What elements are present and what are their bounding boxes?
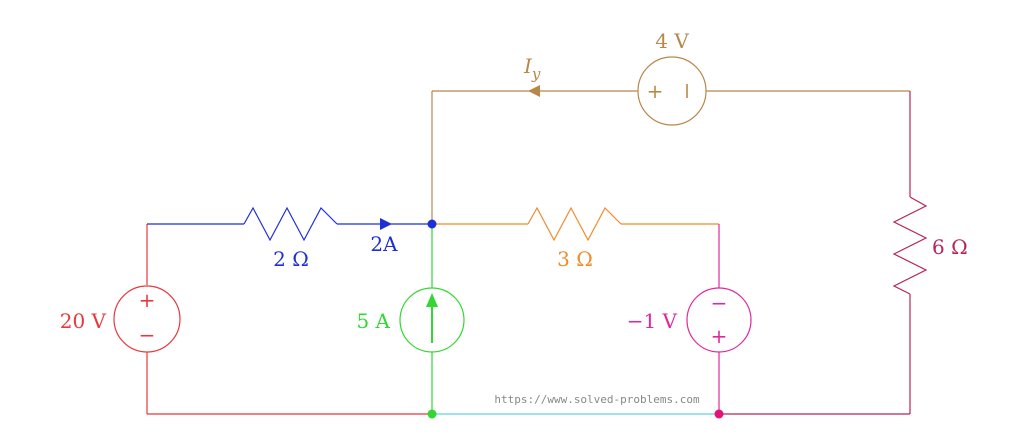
branch-3ohm — [432, 206, 719, 242]
current-arrow-2a — [380, 218, 392, 230]
label-4v: 4 V — [655, 29, 689, 53]
label-3ohm: 3 Ω — [557, 247, 593, 271]
voltage-source-neg1v-minus: − — [711, 291, 728, 315]
branch-5a — [399, 224, 465, 414]
node-bottom-right — [714, 409, 724, 419]
branch-4v — [431, 56, 910, 224]
voltage-source-neg1v — [686, 287, 752, 353]
resistor-3ohm — [527, 206, 622, 242]
voltage-source-neg1v-plus: + — [711, 324, 728, 348]
watermark: https://www.solved-problems.com — [494, 393, 700, 406]
voltage-source-20v-plus: + — [139, 288, 156, 312]
current-arrow-iy — [528, 85, 540, 97]
label-6ohm: 6 Ω — [932, 235, 968, 259]
resistor-2ohm — [243, 206, 338, 242]
voltage-source-4v — [637, 56, 707, 126]
resistor-6ohm — [892, 196, 928, 295]
branch-neg1v — [686, 224, 752, 414]
current-source-5a — [399, 287, 465, 353]
label-5a: 5 A — [356, 309, 390, 333]
label-neg1v: −1 V — [627, 309, 678, 333]
node-top-middle — [427, 219, 437, 229]
voltage-source-20v-minus: − — [139, 323, 156, 347]
voltage-source-20v — [113, 285, 181, 353]
branch-6ohm — [719, 91, 928, 415]
label-2a: 2A — [370, 232, 398, 256]
node-bottom-middle — [427, 409, 437, 419]
label-iy: Iy — [523, 54, 541, 83]
voltage-source-4v-plus: + — [647, 79, 664, 103]
label-20v: 20 V — [60, 309, 107, 333]
current-source-5a-arrowhead — [426, 293, 438, 307]
label-2ohm: 2 Ω — [273, 247, 309, 271]
branch-left-20v — [113, 224, 432, 415]
